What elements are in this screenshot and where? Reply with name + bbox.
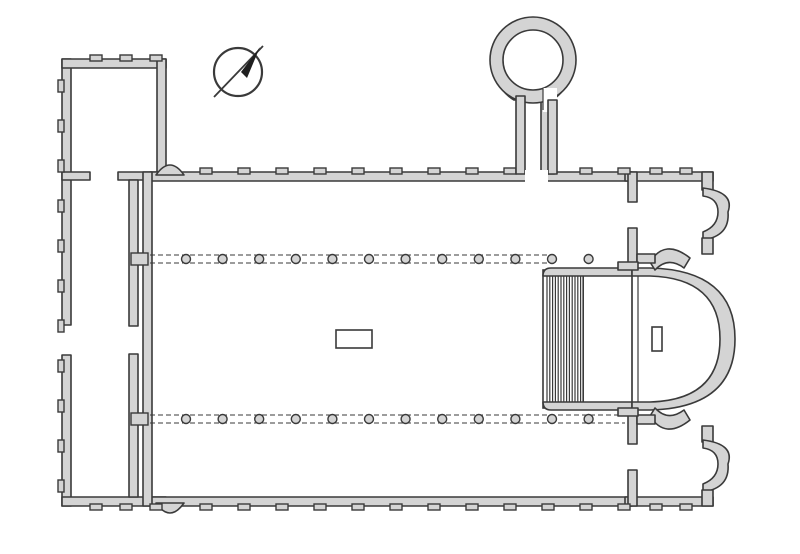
pilaster (503, 503, 517, 511)
column-north (180, 253, 192, 265)
pilaster (57, 399, 65, 413)
pilaster (199, 503, 213, 511)
north-arrow-icon (212, 45, 264, 98)
pilaster (57, 279, 65, 293)
choir-steps (542, 267, 633, 411)
pilaster (313, 167, 327, 175)
apse (631, 248, 736, 430)
pilaster (57, 239, 65, 253)
transept-walls (617, 253, 656, 425)
pilaster (57, 479, 65, 493)
pilaster (617, 503, 631, 511)
pilaster (679, 503, 693, 511)
pilaster (649, 503, 663, 511)
pilaster (275, 167, 289, 175)
column-north (473, 253, 484, 265)
column-north (546, 253, 558, 265)
pilaster (427, 503, 441, 511)
column-south (437, 413, 448, 425)
north-chapel (701, 171, 730, 255)
pilaster (57, 199, 65, 213)
column-north (254, 253, 265, 265)
pilaster (541, 503, 555, 511)
column-south (217, 413, 228, 425)
pilaster (149, 503, 163, 511)
column-north (363, 253, 375, 265)
column-north (290, 253, 301, 265)
pilaster (313, 503, 327, 511)
pilaster (351, 503, 365, 511)
pilaster (57, 359, 65, 373)
pilaster (89, 54, 103, 62)
pilaster (57, 439, 65, 453)
pilaster (465, 167, 479, 175)
column-south (290, 413, 301, 425)
pilaster (351, 167, 365, 175)
pilaster (57, 319, 65, 333)
pilaster (275, 503, 289, 511)
column-north (327, 253, 338, 265)
pilaster (199, 167, 213, 175)
pilaster (237, 503, 251, 511)
pilaster (237, 167, 251, 175)
wall-pilasters (57, 54, 693, 511)
column-south (254, 413, 265, 425)
pilaster (389, 503, 403, 511)
pilaster (119, 503, 133, 511)
column-north (510, 253, 521, 265)
column-north (217, 253, 228, 265)
column-south (546, 413, 558, 425)
pilaster (119, 54, 133, 62)
pilaster (57, 119, 65, 133)
column-south (327, 413, 338, 425)
pilaster (427, 167, 441, 175)
pilaster (617, 167, 631, 175)
pilaster (57, 79, 65, 93)
pilaster (579, 167, 593, 175)
column-north (583, 253, 594, 265)
pilaster (579, 503, 593, 511)
column-south (180, 413, 192, 425)
column-south (510, 413, 521, 425)
column-south (363, 413, 375, 425)
pilaster (57, 159, 65, 173)
pilaster (679, 167, 693, 175)
apse-altar (651, 326, 663, 352)
pilaster (465, 503, 479, 511)
north-arcade (130, 252, 550, 266)
pilaster (649, 167, 663, 175)
column-north (400, 253, 411, 265)
column-north (437, 253, 448, 265)
column-south (473, 413, 484, 425)
column-south (583, 413, 594, 425)
south-chapel (701, 425, 730, 507)
nave-altar (335, 329, 373, 349)
pilaster (389, 167, 403, 175)
pilaster (149, 54, 163, 62)
nave-columns (180, 253, 594, 425)
column-south (400, 413, 411, 425)
pilaster (503, 167, 517, 175)
round-tower (489, 16, 577, 182)
south-arcade (130, 412, 625, 426)
pilaster (89, 503, 103, 511)
